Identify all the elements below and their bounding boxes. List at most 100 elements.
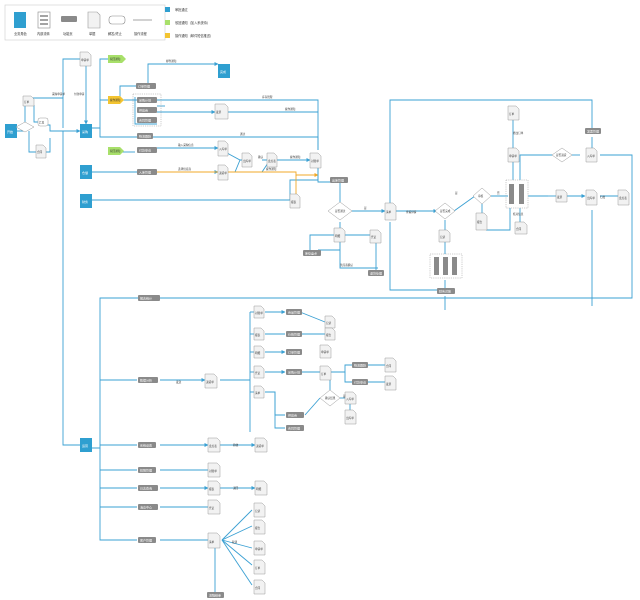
document-node[interactable]: 凭证 [253, 365, 265, 379]
document-node[interactable]: 报告 [253, 519, 266, 535]
document-node[interactable]: 订单 [22, 95, 35, 107]
decision-node[interactable] [15, 121, 35, 133]
process-bar[interactable]: 采购计划 [286, 369, 302, 375]
role-finance[interactable]: 财务 [80, 194, 92, 208]
document-node[interactable]: 申请单 [79, 51, 92, 67]
svg-text:消息中心: 消息中心 [140, 505, 152, 510]
document-node[interactable]: 退货单 [254, 437, 268, 453]
document-node[interactable]: 发票 [214, 103, 229, 120]
document-node[interactable]: 报表 [253, 327, 265, 341]
decision-node[interactable]: 是否退货 [551, 147, 573, 163]
role-purchase[interactable]: 采购 [80, 124, 92, 138]
document-node[interactable]: 退货单 [204, 373, 218, 389]
document-node[interactable]: 退货单 [217, 164, 229, 181]
document-node[interactable]: 凭证 [369, 229, 382, 244]
legend-item-stack: 内部流转 [37, 11, 51, 36]
document-node[interactable]: 合同 [35, 144, 47, 159]
document-node[interactable]: 出库单 [585, 189, 598, 206]
document-node[interactable]: 订单 [319, 365, 332, 381]
document-node[interactable]: 盘点表 [207, 437, 221, 453]
document-node[interactable]: 凭证 [207, 499, 221, 515]
document-node[interactable]: 订单 [253, 559, 266, 575]
document-node[interactable]: 入库单 [585, 147, 598, 163]
document-node[interactable]: 记录 [253, 502, 266, 518]
summary-node[interactable]: 汇总 [37, 117, 49, 127]
document-node[interactable]: 对账单 [207, 462, 221, 478]
document-node[interactable]: 清单 [384, 202, 397, 221]
process-bar[interactable]: 价格管理 [286, 331, 302, 337]
document-node[interactable]: 盘点表 [617, 189, 630, 206]
document-node[interactable]: 明细 [253, 345, 265, 359]
process-bar[interactable]: 合同管理 [286, 425, 304, 431]
document-node[interactable]: 申请单 [319, 344, 332, 359]
role-start[interactable]: 开始 [5, 124, 17, 138]
document-node[interactable]: 明细 [254, 480, 268, 496]
process-bar[interactable]: 付款申请 [352, 379, 368, 385]
decision-node[interactable]: 确认结果 [319, 389, 341, 407]
document-node[interactable]: 对账单 [253, 305, 265, 319]
status-yellow-swatch [165, 33, 170, 38]
legend-item-terminator: 解答/终止 [108, 15, 126, 36]
document-node[interactable]: 合同 [253, 579, 266, 595]
process-bar[interactable]: 消息中心 [138, 504, 158, 510]
document-node[interactable]: 记录 [324, 315, 336, 329]
document-node[interactable]: 记录 [438, 229, 451, 243]
process-bar[interactable]: 订单管理 [286, 349, 302, 355]
document-node[interactable]: 报告 [475, 212, 488, 231]
process-bar[interactable]: 退货处理 [368, 270, 384, 276]
reject-notice-top[interactable]: 驳回通知 [108, 55, 126, 63]
document-node[interactable]: 盘点表 [266, 152, 278, 168]
role-label: 运营 [82, 443, 88, 448]
process-bar[interactable]: 报表统计 [138, 295, 160, 301]
document-node[interactable]: 出库单 [241, 152, 253, 168]
process-bar[interactable]: 发票管理 [585, 128, 601, 134]
process-bar[interactable]: 系统设置 [138, 442, 156, 448]
document-node[interactable]: 入库单 [344, 391, 357, 405]
process-bar[interactable]: 付款申请 [137, 147, 157, 153]
role-finish[interactable]: 完成 [218, 64, 230, 78]
process-bar[interactable]: 物流跟踪 [352, 362, 368, 368]
document-node[interactable]: 合同 [384, 357, 397, 373]
process-bar[interactable]: 采购计划 [137, 97, 157, 103]
process-bar[interactable]: 供应商 [286, 412, 304, 418]
process-bar[interactable]: 日志查询 [138, 485, 158, 491]
reject-notice-mid[interactable]: 驳回通知 [108, 147, 124, 155]
edge-label: 核对信息 [513, 212, 524, 216]
document-node[interactable]: 报表 [207, 480, 221, 496]
process-bar[interactable]: 合同管理 [137, 117, 157, 123]
process-bar[interactable]: 库存盘点 [303, 250, 321, 256]
process-bar[interactable]: 商品管理 [286, 309, 302, 315]
process-bar[interactable]: 物流跟踪 [137, 133, 153, 139]
process-bar[interactable]: 财务对账 [437, 288, 455, 294]
document-node[interactable]: 清单 [253, 385, 265, 399]
process-bar[interactable]: 数据分析 [138, 377, 158, 383]
process-bar[interactable]: 供应商 [137, 107, 157, 113]
decision-node[interactable]: 是否通过 [327, 201, 353, 221]
document-node[interactable]: 订单 [507, 105, 520, 121]
document-node[interactable]: 发票 [555, 189, 568, 203]
document-node[interactable]: 出库单 [344, 409, 357, 425]
document-node[interactable]: 对账单 [309, 152, 322, 169]
process-bar[interactable]: 入库管理 [137, 169, 157, 175]
document-node[interactable]: 发票 [384, 375, 397, 391]
end-node[interactable]: 流程结束 [207, 592, 224, 598]
svg-text:出库管理: 出库管理 [332, 178, 344, 183]
decision-node[interactable]: 是否完成 [434, 202, 456, 220]
document-node[interactable]: 入库单 [217, 140, 229, 157]
document-node[interactable]: 清单 [207, 532, 221, 549]
process-bar[interactable]: 订单管理 [136, 83, 156, 89]
document-node[interactable]: 明细 [333, 227, 346, 243]
svg-text:退货处理: 退货处理 [370, 271, 382, 276]
document-node[interactable]: 报告 [324, 327, 336, 341]
decision-node[interactable]: 审核 [472, 187, 492, 205]
process-bar[interactable]: 客户管理 [138, 537, 156, 543]
document-node[interactable]: 合同 [514, 221, 528, 235]
document-node[interactable]: 申请单 [507, 147, 520, 163]
document-node[interactable]: 报表 [289, 193, 301, 209]
operation-notice[interactable]: 操作通知 [108, 96, 124, 104]
role-warehouse[interactable]: 仓储 [80, 165, 92, 179]
process-bar[interactable]: 出库管理 [330, 177, 348, 183]
document-node[interactable]: 申请单 [253, 540, 266, 556]
process-bar[interactable]: 权限管理 [138, 467, 156, 473]
role-operations[interactable]: 运营 [80, 438, 92, 452]
